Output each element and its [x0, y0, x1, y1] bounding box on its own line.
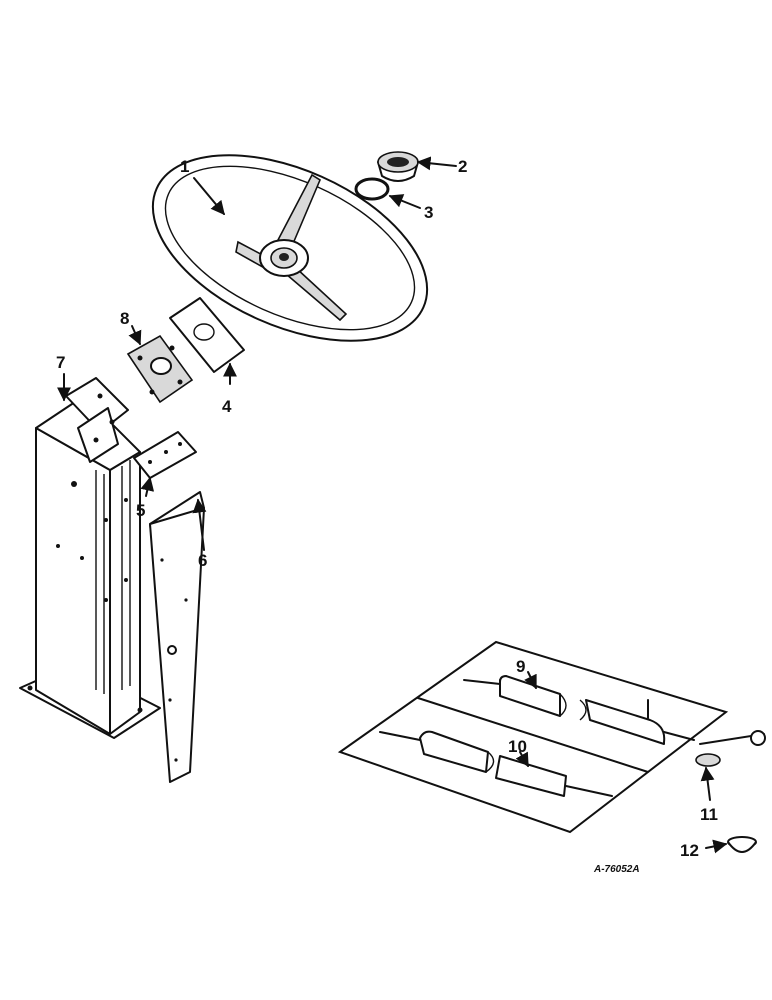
callout-9: 9 [516, 657, 525, 676]
leader-11 [700, 766, 715, 801]
tie-rod-end [695, 730, 766, 767]
leader-5 [140, 476, 155, 497]
callout-12: 12 [680, 841, 699, 860]
retaining-ring [354, 177, 390, 201]
leader-8 [128, 325, 142, 346]
cylinder-group-divider [417, 697, 649, 773]
leader-10 [515, 751, 529, 768]
callout-4: 4 [222, 397, 232, 416]
leader-9 [524, 671, 537, 690]
small-bracket [133, 431, 197, 479]
callout-2: 2 [458, 157, 467, 176]
bearing-plate [126, 334, 194, 404]
horn-cap [377, 151, 419, 182]
leader-12 [705, 839, 728, 854]
cover-plate [169, 297, 245, 373]
leader-1 [193, 177, 225, 216]
callout-5: 5 [136, 501, 145, 520]
callout-10: 10 [508, 737, 527, 756]
leader-6 [192, 498, 207, 551]
callout-3: 3 [424, 203, 433, 222]
callout-1: 1 [180, 157, 189, 176]
leader-2 [416, 156, 457, 171]
long-panel [149, 491, 205, 783]
power-steering-cylinder-10 [379, 730, 613, 797]
drawing-number: A-76052A [593, 864, 640, 875]
cylinder-group-frame [337, 640, 729, 834]
callout-8: 8 [120, 309, 129, 328]
callout-6: 6 [198, 551, 207, 570]
callout-11: 11 [700, 805, 718, 824]
power-steering-cylinder-9 [463, 675, 695, 745]
steering-column-support [19, 377, 161, 739]
dust-cap [727, 836, 757, 853]
leader-3 [388, 194, 421, 209]
callout-7: 7 [56, 353, 65, 372]
